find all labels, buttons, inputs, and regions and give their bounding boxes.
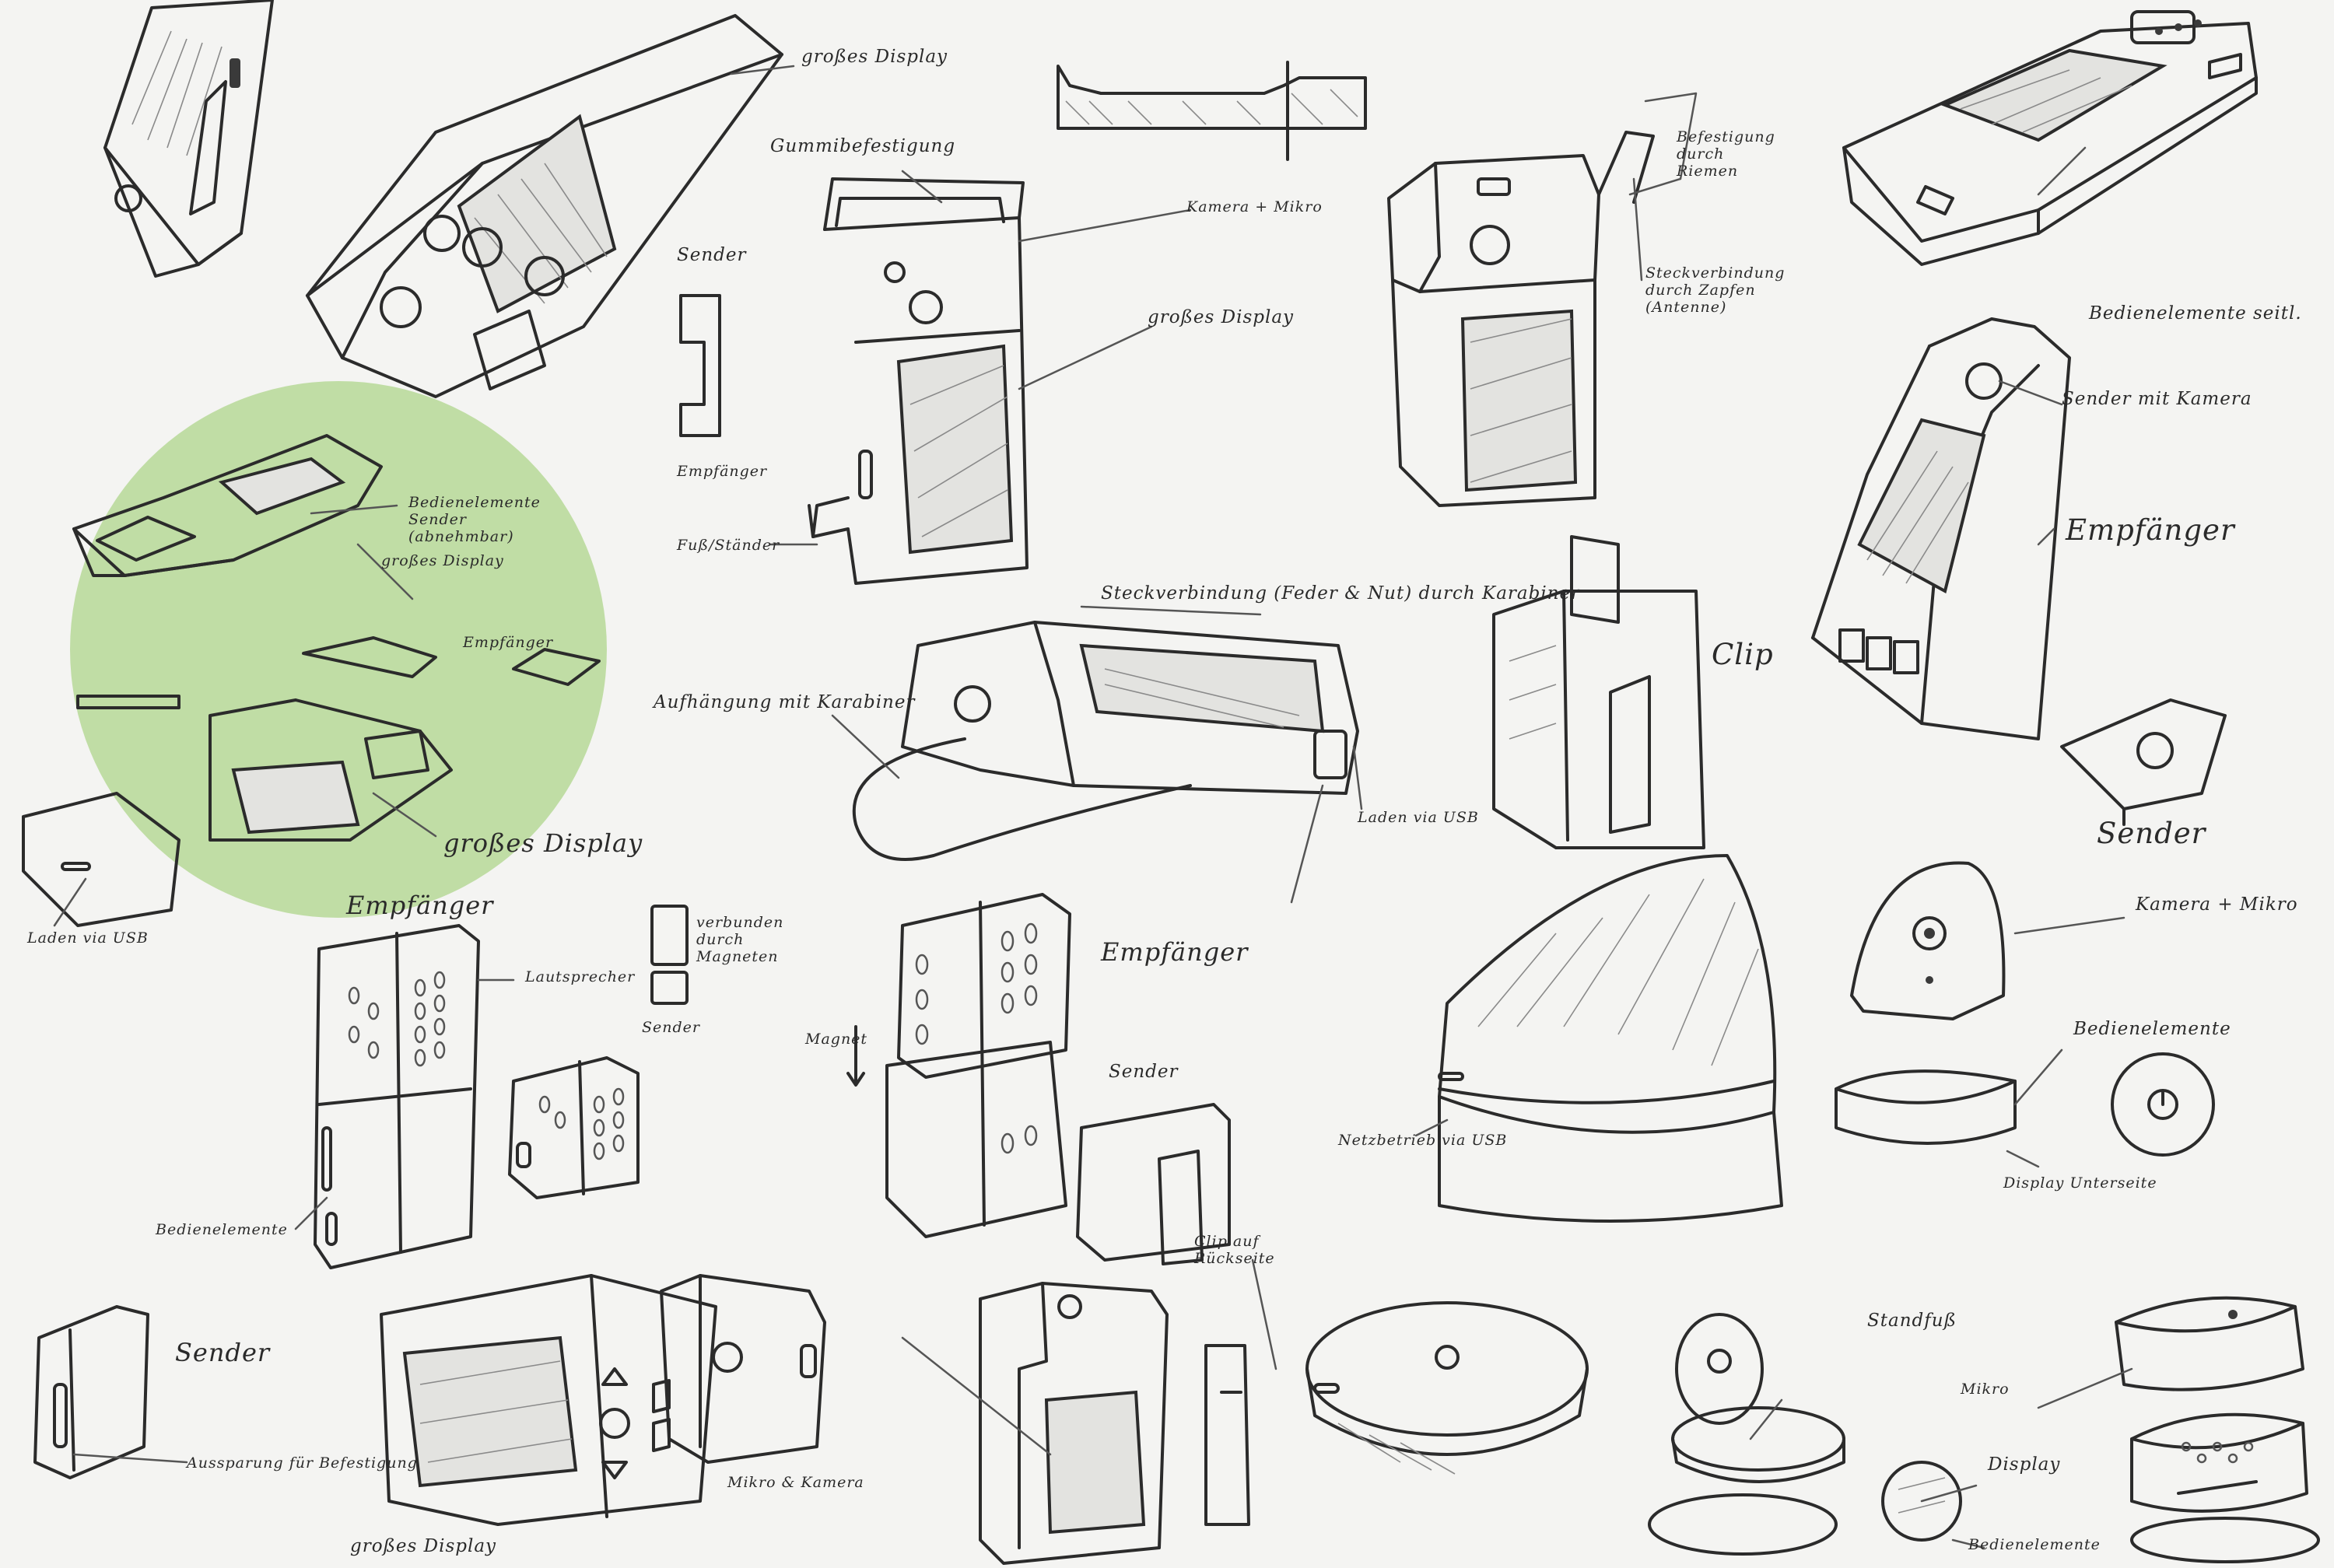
label-grosses-display: großes Display [1148, 307, 1295, 327]
label-mikro-kamera: Mikro & Kamera [727, 1474, 864, 1491]
label-befestigung-riemen: Befestigung durch Riemen [1677, 128, 1775, 180]
sketch-long-display-device [306, 14, 795, 398]
label-sender: Sender [642, 1019, 700, 1036]
sketch-tablet-controls [380, 1274, 717, 1526]
label-sender: Sender [677, 245, 747, 265]
label-sender-mit-kamera: Sender mit Kamera [2062, 389, 2252, 409]
label-aussparung-befestigung: Aussparung für Befestigung [187, 1454, 418, 1472]
label-lautsprecher: Lautsprecher [525, 968, 636, 985]
label-bedienelemente: Bedienelemente [156, 1221, 288, 1238]
sketch-clip-device-bottom [979, 1282, 1250, 1565]
label-clip-rueckseite: Clip auf Rückseite [1194, 1233, 1275, 1267]
label-laden-via-usb: Laden via USB [1358, 809, 1479, 826]
sketch-stacked-pucks [2115, 1296, 2320, 1563]
sketch-clip-tower [1492, 535, 1705, 849]
label-kamera-mikro: Kamera + Mikro [1186, 198, 1323, 215]
sketch-sender-clip [1076, 1103, 1231, 1265]
label-empfaenger: Empfänger [677, 463, 768, 480]
sketch-standfuss-discs [1648, 1313, 1962, 1556]
label-netzbetrieb-usb: Netzbetrieb via USB [1338, 1132, 1508, 1149]
sketch-clip-device [808, 177, 1029, 585]
sketch-small-sender [2060, 698, 2227, 826]
sketch-small-sender-bottom [33, 1305, 149, 1479]
highlight-circle [70, 381, 607, 918]
label-standfuss: Standfuß [1867, 1311, 1957, 1331]
sketch-stacked-speakers [846, 893, 1071, 1238]
sketch-profile-bar [1057, 61, 1367, 161]
sketch-strap-device [1387, 92, 1698, 507]
sketch-dome-camera [1835, 861, 2215, 1157]
sketch-bracket [679, 294, 721, 437]
sketch-bedienelemente-device [1842, 10, 2258, 266]
sketch-magnet-blocks [650, 905, 689, 1005]
label-grosses-display: großes Display [350, 1536, 497, 1556]
label-bedienelemente: Bedienelemente [1968, 1536, 2101, 1553]
sketch-curved-tower-device [1811, 317, 2071, 740]
label-aufhaengung-karabiner: Aufhängung mit Karabiner [654, 692, 916, 712]
label-empfaenger: Empfänger [346, 891, 494, 920]
label-steckverbindung-feder: Steckverbindung (Feder & Nut) durch Kara… [1101, 583, 1581, 604]
label-sender: Sender [1109, 1062, 1179, 1082]
label-bedienelemente: Bedienelemente [2073, 1019, 2231, 1039]
label-grosses-display: großes Display [381, 552, 504, 569]
label-clip: Clip [1712, 638, 1774, 671]
label-verbunden-magneten: verbunden durch Magneten [696, 914, 784, 965]
sketch-speaker-tall [314, 924, 480, 1269]
label-fuss-staender: Fuß/Ständer [677, 537, 780, 554]
sketch-round-puck [1305, 1301, 1589, 1475]
sketch-karabiner-device [852, 605, 1359, 861]
label-bedienelemente-seitlich: Bedienelemente seitl. [2089, 303, 2302, 324]
label-gummibefestigung: Gummibefestigung [770, 136, 956, 156]
sketch-green-devices [22, 434, 601, 927]
label-sender: Sender [175, 1338, 271, 1367]
sketch-speaker-small [508, 1056, 640, 1199]
label-bedienelemente-sender: Bedienelemente Sender (abnehmbar) [408, 494, 541, 545]
label-display: Display [1988, 1454, 2061, 1475]
label-magnet: Magnet [805, 1031, 868, 1048]
leader-lines [53, 146, 2133, 1549]
sketch-wedge-device [103, 0, 274, 278]
speaker-grill [348, 971, 446, 1067]
label-grosses-display: großes Display [443, 828, 643, 858]
label-empfaenger: Empfänger [2066, 513, 2235, 547]
label-kamera-mikro: Kamera + Mikro [2136, 894, 2298, 915]
label-mikro: Mikro [1961, 1381, 2010, 1398]
label-sender: Sender [2097, 817, 2206, 850]
label-laden-via-usb: Laden via USB [27, 929, 149, 947]
sketch-mikro-kamera-cube [660, 1274, 826, 1464]
sketch-wedge-base [1438, 854, 1783, 1223]
label-display-unterseite: Display Unterseite [2003, 1174, 2157, 1192]
label-grosses-display: großes Display [801, 47, 948, 67]
label-empfaenger: Empfänger [463, 634, 554, 651]
label-empfaenger: Empfänger [1101, 937, 1249, 967]
label-steckverbindung-zapfen: Steckverbindung durch Zapfen (Antenne) [1645, 264, 1786, 316]
